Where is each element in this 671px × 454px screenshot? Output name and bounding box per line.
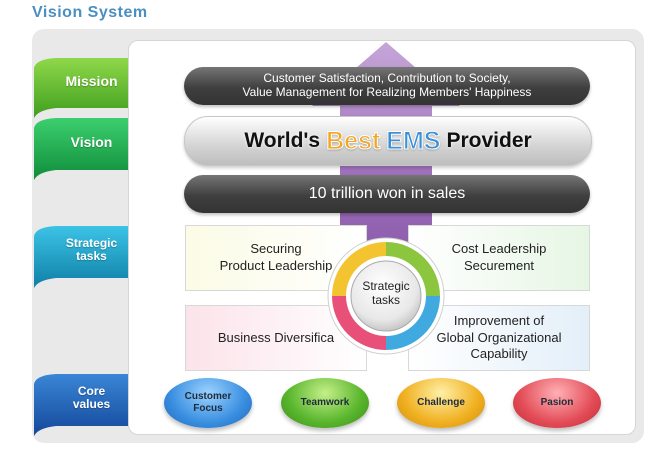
task-global-organization-line-3: Capability	[470, 346, 528, 362]
task-product-leadership-line-1: Securing	[250, 241, 302, 257]
core-value-challenge: Challenge	[397, 378, 485, 428]
task-cost-leadership-line-1: Cost Leadership	[451, 241, 547, 257]
mission-line-1: Customer Satisfaction, Contribution to S…	[263, 71, 511, 86]
ribbon-vision: Vision	[34, 118, 129, 180]
sales-goal-bar: 10 trillion won in sales	[184, 175, 590, 213]
core-value-customer-focus-line-1: Customer	[184, 390, 232, 402]
center-line-1: Strategic	[362, 279, 410, 293]
ribbon-strategic-tasks: Strategic tasks	[34, 226, 129, 288]
ribbon-strategic-tasks-label: Strategic tasks	[65, 236, 118, 263]
center-line-2: tasks	[371, 293, 400, 308]
vision-best: Best	[326, 126, 381, 155]
core-value-pasion: Pasion	[513, 378, 601, 428]
ribbon-core-values-label: Core values	[72, 384, 111, 411]
strategic-tasks-ring	[327, 237, 445, 355]
mission-line-2: Value Management for Realizing Members' …	[242, 85, 532, 99]
ribbon-vision-label: Vision	[70, 133, 113, 150]
ribbon-core-values: Core values	[34, 374, 129, 436]
ribbon-mission: Mission	[34, 58, 129, 118]
core-value-customer-focus-line-2: Focus	[193, 403, 223, 414]
vision-suffix: Provider	[446, 129, 532, 152]
vision-bar: World's Best EMS Provider	[184, 116, 592, 166]
task-cost-leadership: Cost Leadership Securement	[408, 225, 590, 291]
task-global-organization: Improvement of Global Organizational Cap…	[408, 305, 590, 371]
task-global-organization-line-1: Improvement of	[453, 312, 545, 328]
vision-ems: EMS	[386, 126, 441, 155]
task-product-leadership-line-2: Product Leadership	[219, 258, 333, 273]
page-title: Vision System	[32, 4, 148, 21]
task-cost-leadership-line-2: Securement	[463, 258, 535, 273]
core-value-customer-focus: Customer Focus	[164, 378, 252, 428]
task-global-organization-line-2: Global Organizational	[436, 329, 562, 345]
vision-prefix: World's	[244, 129, 321, 152]
mission-bar: Customer Satisfaction, Contribution to S…	[184, 67, 590, 105]
core-value-teamwork: Teamwork	[281, 378, 369, 428]
ribbon-mission-label: Mission	[65, 72, 118, 89]
strategic-tasks-center-label: Strategic tasks	[351, 279, 421, 308]
